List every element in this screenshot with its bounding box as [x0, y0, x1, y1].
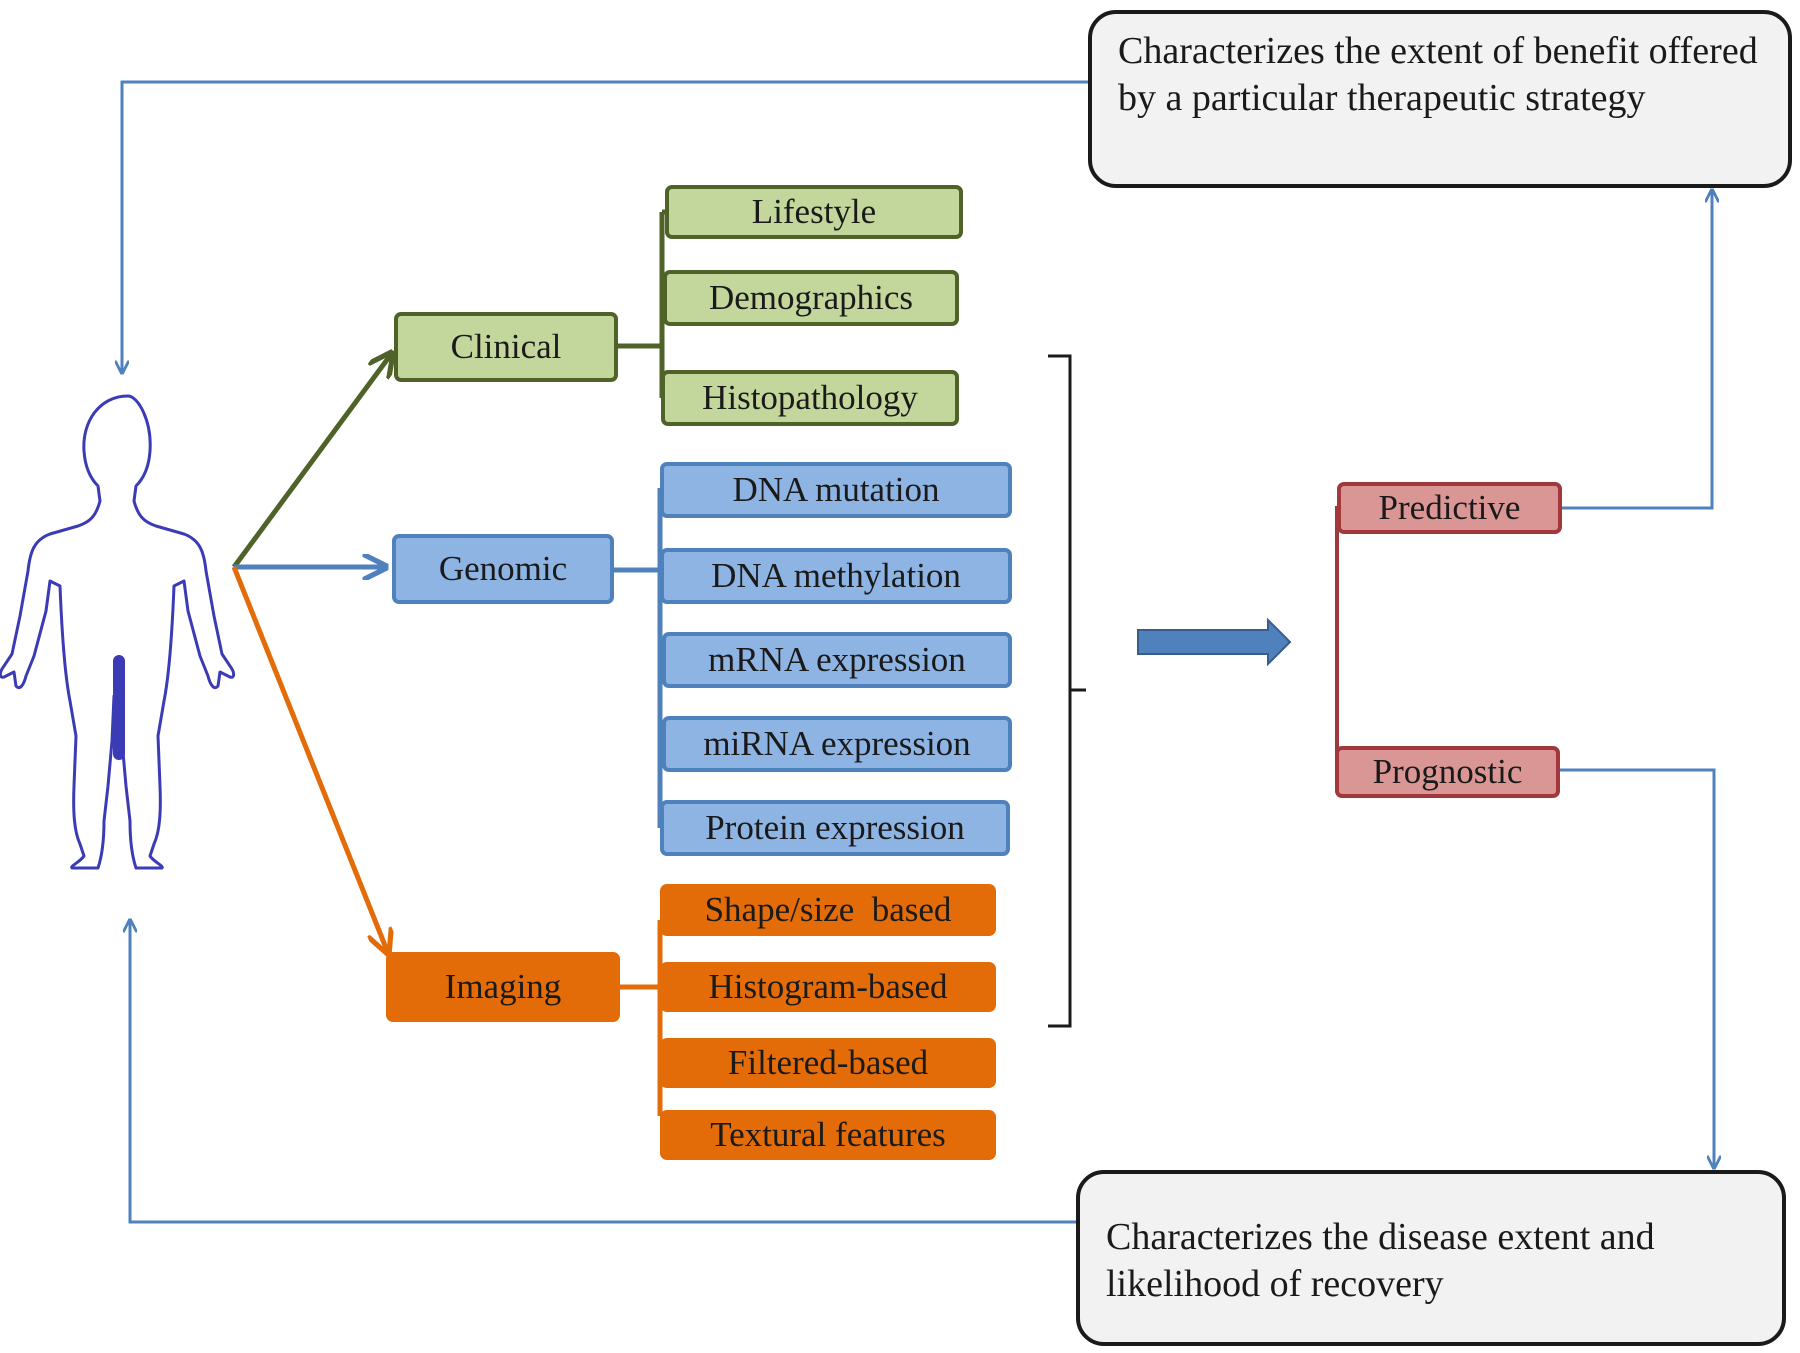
imaging-item: Filtered-based — [660, 1038, 996, 1088]
grouping-brace — [1048, 354, 1086, 1028]
genomic-item: DNA methylation — [660, 548, 1012, 604]
genomic-item: DNA mutation — [660, 462, 1012, 518]
prognostic-note-line — [1560, 768, 1714, 1168]
clinical-item: Histopathology — [661, 370, 959, 426]
genomic-item: mRNA expression — [662, 632, 1012, 688]
genomic-item: Protein expression — [660, 800, 1010, 856]
imaging-node: Imaging — [386, 952, 620, 1022]
imaging-arrow — [231, 566, 388, 953]
big-right-arrow — [1137, 617, 1292, 667]
prognostic-node: Prognostic — [1335, 746, 1560, 798]
imaging-branch — [620, 920, 663, 1116]
clinical-node: Clinical — [394, 312, 618, 382]
genomic-item: miRNA expression — [662, 716, 1012, 772]
genomic-branch — [614, 488, 663, 828]
predictive-feedback-line — [122, 80, 1088, 373]
prognostic-description-box: Characterizes the disease extent and lik… — [1076, 1170, 1786, 1346]
predictive-description-box: Characterizes the extent of benefit offe… — [1088, 10, 1792, 188]
prognostic-feedback-line — [130, 920, 1076, 1224]
clinical-item: Lifestyle — [665, 185, 963, 239]
clinical-arrow — [231, 353, 392, 569]
predictive-note-line — [1562, 190, 1712, 510]
imaging-item: Shape/size based — [660, 884, 996, 936]
predictive-node: Predictive — [1337, 482, 1562, 534]
imaging-item: Histogram-based — [660, 962, 996, 1012]
clinical-item: Demographics — [663, 270, 959, 326]
human-body-icon — [0, 394, 236, 870]
genomic-node: Genomic — [392, 534, 614, 604]
imaging-item: Textural features — [660, 1110, 996, 1160]
